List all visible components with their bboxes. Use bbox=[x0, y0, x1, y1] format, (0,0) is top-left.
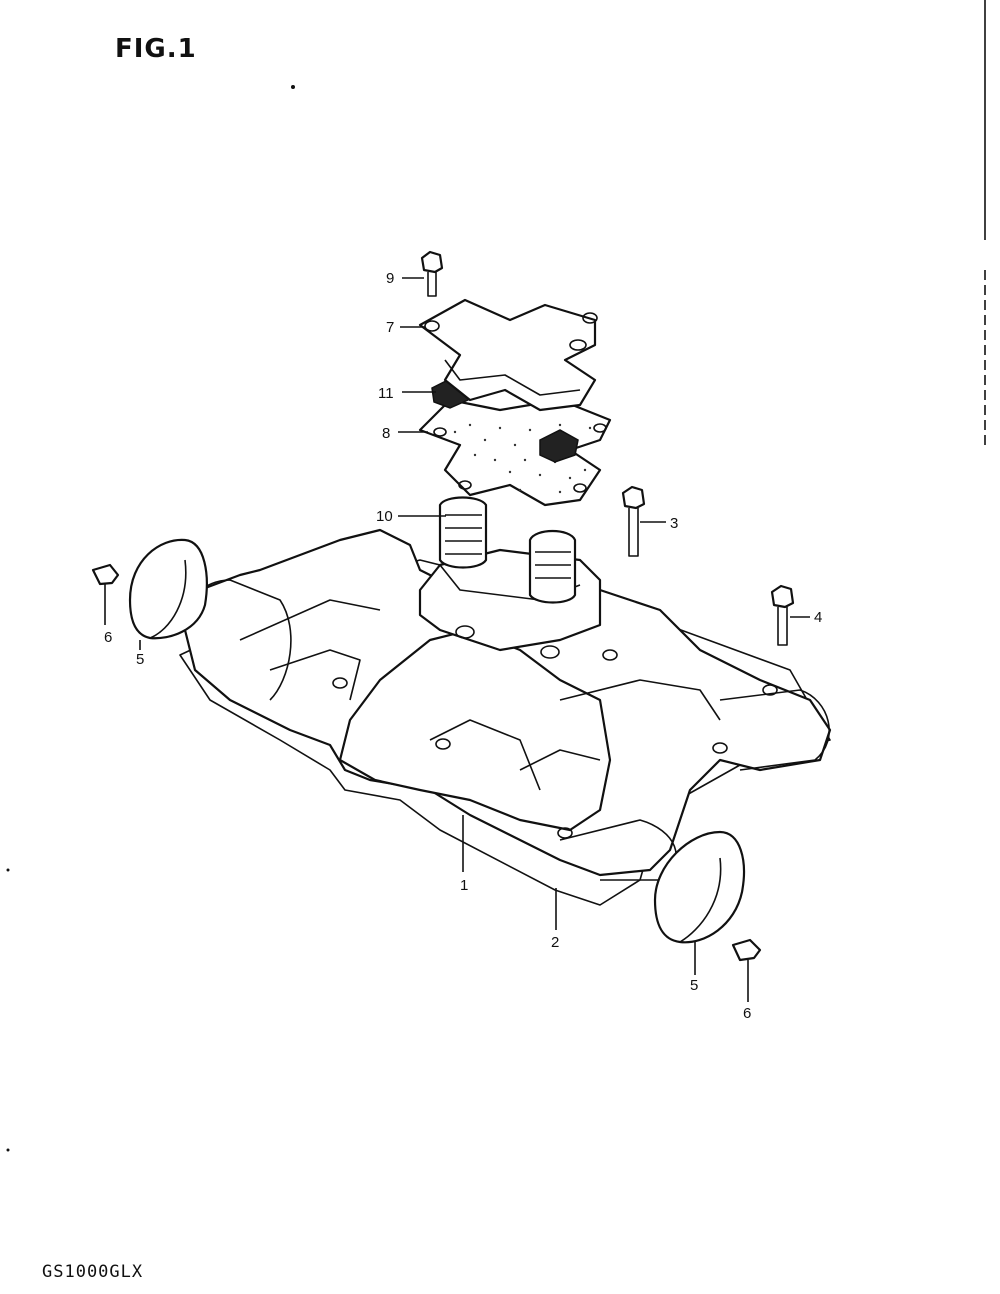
model-code: GS1000GLX bbox=[42, 1262, 144, 1282]
breather-cover bbox=[418, 298, 597, 412]
bolt-3 bbox=[621, 485, 646, 510]
gasket-hole bbox=[458, 480, 472, 490]
callout-3: 3 bbox=[670, 515, 678, 532]
cam-end-cap-left bbox=[128, 538, 208, 640]
scan-dot bbox=[6, 1148, 10, 1152]
gasket-hole bbox=[433, 427, 447, 437]
callout-11: 11 bbox=[378, 385, 394, 402]
cover-rib bbox=[519, 749, 601, 771]
cover-rib bbox=[559, 679, 721, 721]
breather-cover-gasket bbox=[418, 398, 612, 507]
gasket-clip bbox=[539, 429, 579, 463]
breather-cover-edge bbox=[444, 359, 581, 396]
callout-9: 9 bbox=[386, 270, 394, 287]
bolt-hole bbox=[455, 625, 475, 639]
callout-5-right: 5 bbox=[690, 977, 698, 994]
breather-filter-right bbox=[528, 529, 577, 604]
callout-4: 4 bbox=[814, 609, 822, 626]
gasket-hole bbox=[573, 483, 587, 493]
callout-7: 7 bbox=[386, 319, 394, 336]
bolt-hole bbox=[762, 684, 778, 696]
bolt-hole bbox=[712, 742, 728, 754]
scan-dot bbox=[291, 85, 295, 89]
cover-rib bbox=[269, 649, 361, 701]
screw-6-right bbox=[731, 938, 762, 962]
cover-rib bbox=[239, 599, 381, 641]
bolt-9 bbox=[420, 250, 444, 274]
bolt-3-shank bbox=[628, 508, 639, 557]
head-cover-center-raise bbox=[338, 628, 612, 832]
bolt-hole bbox=[332, 677, 348, 689]
bolt-hole bbox=[602, 649, 618, 661]
cover-mount-hole bbox=[569, 339, 587, 351]
figure-title: FIG.1 bbox=[115, 34, 197, 64]
gasket-hole bbox=[593, 423, 607, 433]
callout-6-right: 6 bbox=[743, 1005, 751, 1022]
cam-end-cap-right-rim bbox=[679, 857, 722, 943]
cam-end-cap-right bbox=[653, 830, 746, 944]
filter-mesh bbox=[445, 514, 571, 579]
callout-6-left: 6 bbox=[104, 629, 112, 646]
bolt-4 bbox=[770, 584, 795, 609]
bolt-hole bbox=[435, 738, 451, 750]
scan-dot bbox=[6, 868, 10, 872]
callout-2: 2 bbox=[551, 934, 559, 951]
bolt-9-shank bbox=[427, 272, 437, 297]
bolt-4-shank bbox=[777, 607, 788, 646]
bolt-hole bbox=[540, 645, 560, 659]
breather-filter-left bbox=[438, 496, 488, 569]
callout-1: 1 bbox=[460, 877, 468, 894]
callout-8: 8 bbox=[382, 425, 390, 442]
cam-end-cap-left-rim bbox=[149, 559, 187, 639]
cover-mount-hole bbox=[582, 312, 598, 324]
screw-6-left bbox=[91, 563, 120, 586]
bolt-hole bbox=[557, 827, 573, 839]
callout-10: 10 bbox=[376, 508, 393, 525]
callout-5-left: 5 bbox=[136, 651, 144, 668]
cam-bulge-right bbox=[719, 689, 830, 771]
cover-mount-hole bbox=[424, 320, 440, 332]
